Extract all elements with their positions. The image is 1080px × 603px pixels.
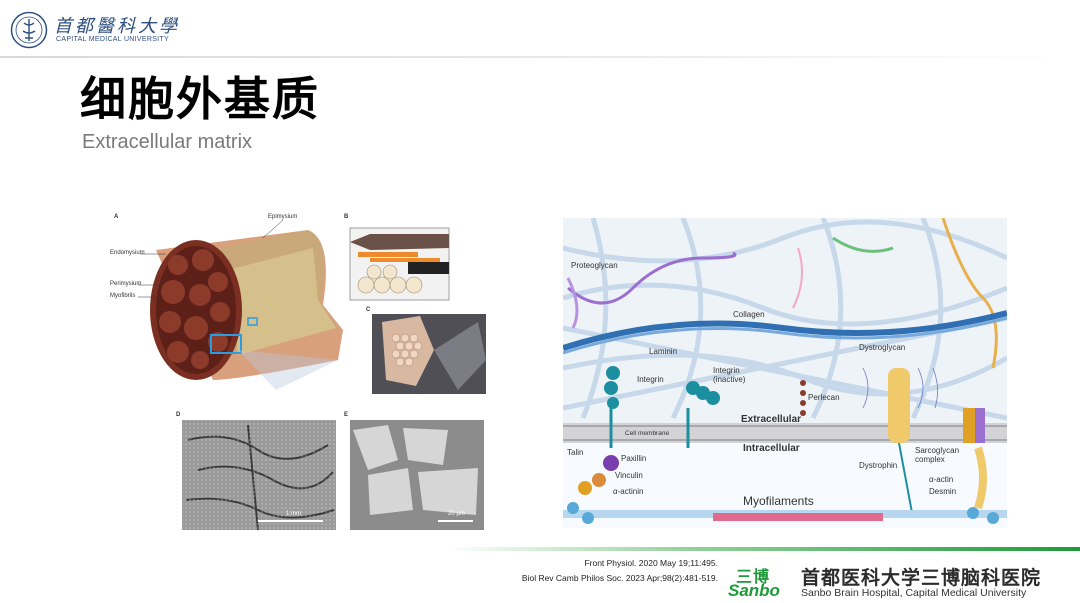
label-endomysium: Endomysium — [110, 250, 145, 256]
label-laminin: Laminin — [649, 347, 678, 356]
label-alpha-actinin: α-actinin — [613, 487, 644, 496]
ecm-molecular-illustration — [563, 218, 1007, 528]
label-myofilaments: Myofilaments — [743, 494, 814, 508]
label-dystrophin: Dystrophin — [859, 461, 898, 470]
scale-bar-e: 20 µm — [448, 511, 465, 517]
label-epimysium: Epimysium — [268, 214, 298, 220]
university-name-cn: 首都醫科大學 — [54, 16, 180, 37]
sanbo-logo-cn: 三博 — [736, 569, 771, 586]
sanbo-logo-en: Sanbo — [728, 581, 780, 600]
label-intracellular: Intracellular — [743, 443, 800, 454]
muscle-structure-figure: A B C D E Epimysium Endomysium Perimysiu… — [108, 210, 494, 535]
university-seal-logo — [10, 11, 48, 49]
label-proteoglycan: Proteoglycan — [571, 261, 618, 270]
panel-label-c: C — [366, 307, 371, 313]
label-collagen: Collagen — [733, 310, 765, 319]
slide-title-cn: 细胞外基质 — [80, 72, 320, 126]
hospital-name-cn: 首都医科大学三博脑科医院 — [801, 568, 1042, 589]
ecm-molecular-diagram: Proteoglycan Collagen Laminin Integrin I… — [563, 218, 1007, 528]
panel-label-d: D — [176, 412, 181, 418]
muscle-structure-illustration — [138, 219, 486, 531]
slide-subtitle-en: Extracellular matrix — [82, 131, 253, 153]
panel-label-b: B — [344, 214, 349, 220]
label-integrin: Integrin — [637, 375, 664, 384]
label-integrin-inactive: Integrin (inactive) — [713, 366, 746, 384]
label-sarcoglycan: Sarcoglycan complex — [915, 446, 960, 464]
label-perimysium: Perimysium — [110, 281, 142, 287]
label-extracellular: Extracellular — [741, 414, 802, 425]
panel-label-e: E — [344, 412, 349, 418]
label-desmin: Desmin — [929, 487, 957, 496]
reference-2: Biol Rev Camb Philos Soc. 2023 Apr;98(2)… — [521, 573, 718, 583]
university-name-en: CAPITAL MEDICAL UNIVERSITY — [56, 36, 169, 43]
label-alpha-actin: α-actin — [929, 475, 954, 484]
header-divider — [0, 56, 1080, 58]
label-perlecan: Perlecan — [808, 393, 840, 402]
label-myofibrils: Myofibrils — [110, 293, 136, 299]
label-talin: Talin — [567, 448, 584, 457]
label-paxillin: Paxillin — [621, 454, 647, 463]
label-vinculin: Vinculin — [615, 471, 643, 480]
panel-label-a: A — [114, 214, 119, 220]
reference-1: Front Physiol. 2020 May 19;11:495. — [584, 558, 718, 568]
label-dystroglycan: Dystroglycan — [859, 343, 906, 352]
hospital-name-en: Sanbo Brain Hospital, Capital Medical Un… — [801, 587, 1027, 599]
label-cell-membrane: Cell membrane — [625, 430, 670, 437]
footer-divider — [445, 547, 1080, 551]
scale-bar-d: 1 mm — [286, 511, 301, 517]
